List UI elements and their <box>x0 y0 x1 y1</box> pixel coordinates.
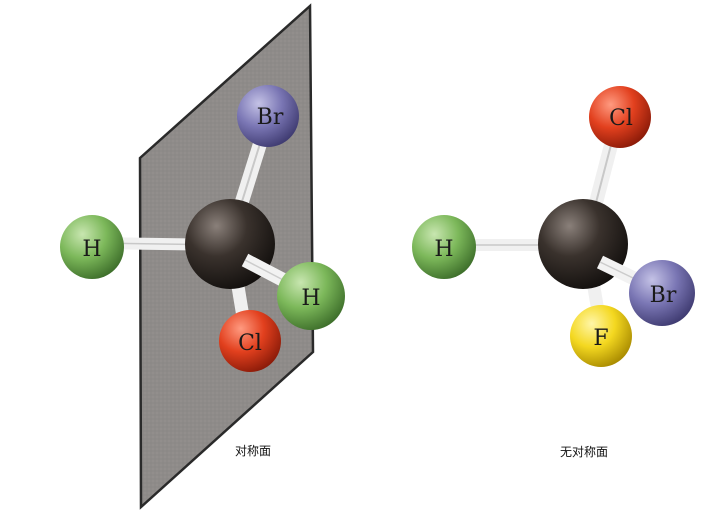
atom-left-h-right: H <box>412 215 476 279</box>
atom-right-h: H <box>277 262 345 330</box>
atom-right-label: H <box>301 286 320 311</box>
atom-top-label-right: Cl <box>609 106 633 131</box>
atom-top-br: Br <box>237 85 299 147</box>
atom-bottom-f: F <box>570 305 632 367</box>
right-molecule: Cl H F Br 无对称面 <box>412 86 695 459</box>
left-molecule: Br H Cl H 对称面 <box>60 3 345 510</box>
atom-bottom-cl: Cl <box>219 310 281 372</box>
caption-symmetry-plane: 对称面 <box>235 444 271 458</box>
atom-bottom-label-right: F <box>593 326 608 351</box>
atom-right-br: Br <box>629 260 695 326</box>
atom-right-label-right: Br <box>650 283 677 308</box>
atom-top-cl: Cl <box>589 86 651 148</box>
atom-left-label-right: H <box>434 237 453 262</box>
caption-no-symmetry-plane: 无对称面 <box>560 445 608 459</box>
atom-bottom-label: Cl <box>238 331 262 356</box>
atom-left-label: H <box>82 237 101 262</box>
atom-top-label: Br <box>257 105 284 130</box>
atom-left-h: H <box>60 215 124 279</box>
